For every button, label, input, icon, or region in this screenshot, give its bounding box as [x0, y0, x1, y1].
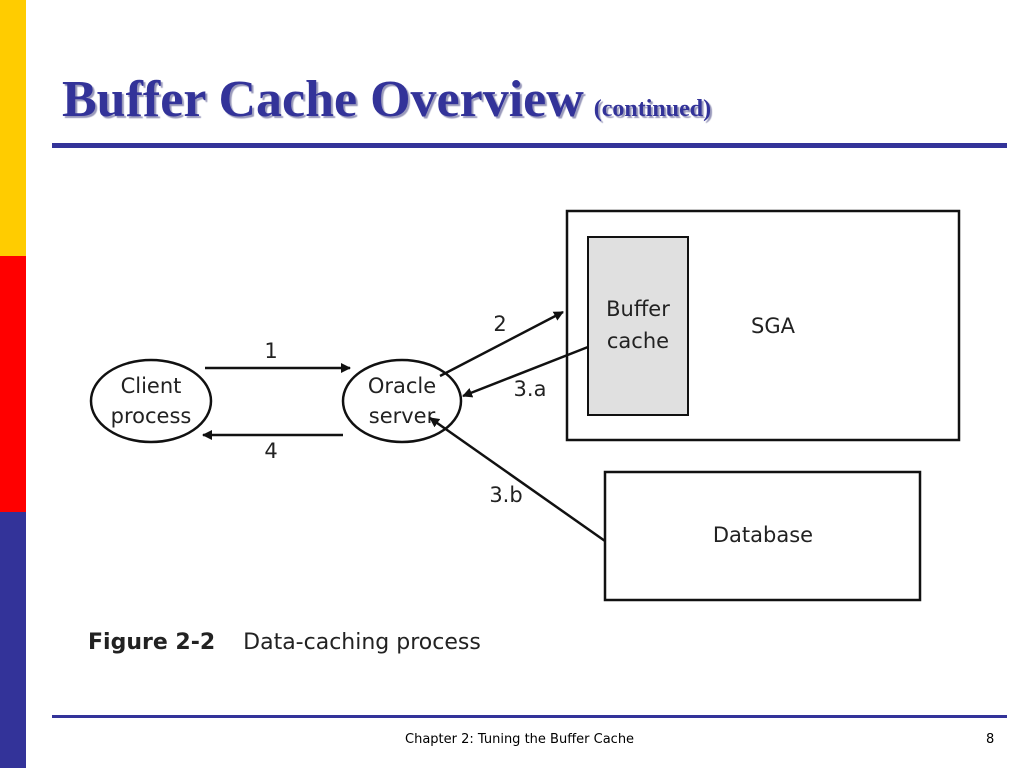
figure-caption-number: Figure 2-2: [88, 630, 216, 655]
arrow-2: [439, 310, 564, 378]
left-stripe-red: [0, 256, 26, 512]
title-rule: [52, 143, 1007, 148]
slide-title: Buffer Cache Overview (continued): [62, 70, 711, 129]
arrow-3b-label: 3.b: [489, 483, 522, 507]
slide-title-subtitle: (continued): [593, 96, 712, 122]
sga-label: SGA: [751, 314, 796, 338]
database-label: Database: [713, 523, 813, 547]
arrow-4-label: 4: [264, 439, 277, 463]
client-label-line2: process: [111, 404, 192, 428]
left-stripe-blue: [0, 512, 26, 768]
client-label-line1: Client: [121, 374, 182, 398]
left-stripe-yellow: [0, 0, 26, 256]
buffer-cache-label-line1: Buffer: [606, 297, 670, 321]
oracle-label-line2: server: [369, 404, 436, 428]
buffer-cache-label-line2: cache: [607, 329, 669, 353]
arrow-1-label: 1: [264, 339, 277, 363]
footer-text: Chapter 2: Tuning the Buffer Cache: [405, 732, 635, 747]
figure-caption: Figure 2-2 Data-caching process: [88, 630, 481, 655]
arrow-3a-label: 3.a: [514, 377, 547, 401]
footer-rule: [52, 715, 1007, 718]
arrow-3b: [429, 416, 606, 543]
client-process-node: [89, 358, 213, 444]
buffer-cache-box: [587, 236, 689, 416]
oracle-label-line1: Oracle: [368, 374, 436, 398]
slide-title-main: Buffer Cache Overview: [62, 71, 584, 128]
arrow-2-label: 2: [493, 312, 506, 336]
database-box: [603, 470, 922, 602]
figure-caption-text: Data-caching process: [243, 630, 481, 655]
page-number: 8: [986, 732, 995, 747]
oracle-server-node: [341, 358, 463, 444]
arrow-3a: [462, 345, 589, 398]
